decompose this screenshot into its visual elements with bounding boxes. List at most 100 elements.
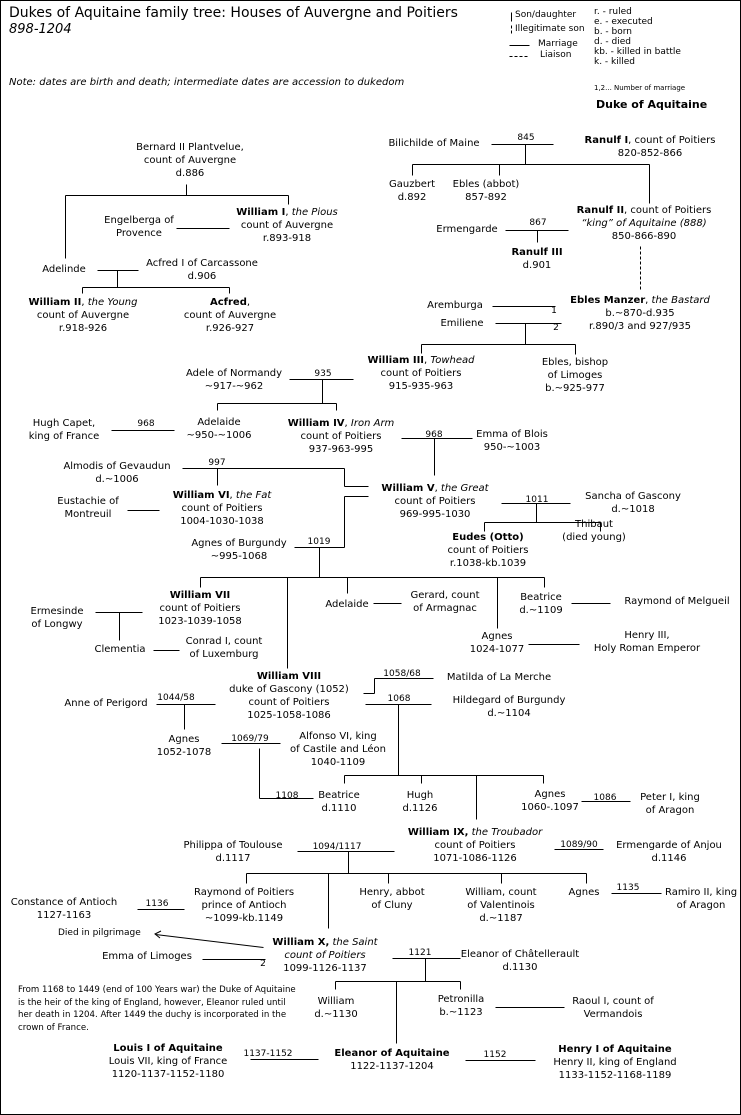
name-suffix: , (434, 483, 441, 494)
person-detail: count of Auvergne (143, 155, 237, 166)
person-detail: Adele of Normandy (185, 368, 283, 379)
person-detail: Almodis of Gevaudun (63, 461, 171, 472)
person-agnesburgundy: Agnes of Burgundy~995-1068 (191, 537, 286, 563)
marriage-year-label: 1137-1152 (243, 1049, 293, 1059)
person-detail: Ermengarde (436, 224, 498, 235)
person-detail: Agnes (568, 887, 600, 898)
person-detail: Eustachie of (57, 496, 119, 507)
succession-note: From 1168 to 1449 (end of 100 Years war)… (18, 985, 296, 1033)
person-detail: Constance of Antioch (10, 897, 118, 908)
person-detail: Beatrice (520, 592, 562, 603)
pilgrimage-arrow (155, 934, 264, 948)
person-detail: Vermandois (583, 1009, 643, 1020)
person-heading: William VI, the Fat (173, 489, 272, 502)
person-detail: Clementia (94, 644, 146, 655)
duke-name: Henry I of Aquitaine (558, 1044, 672, 1055)
duke-name: Acfred (209, 297, 247, 308)
person-detail: count of Poitiers (181, 503, 263, 514)
legend-abbrev: e. - executed (594, 17, 653, 27)
person-detail: Raoul I, count of (572, 996, 654, 1007)
person-eblesabbot: Ebles (abbot)857-892 (453, 178, 520, 204)
person-detail: 915-935-963 (388, 381, 454, 392)
person-detail: d.~1018 (611, 504, 655, 515)
person-detail: d.~1187 (479, 913, 523, 924)
person-detail: 1133-1152-1168-1189 (558, 1070, 672, 1081)
person-detail: of Limoges (547, 370, 603, 381)
marriage-year-label: 1019 (307, 537, 331, 547)
person-detail: Ebles (abbot) (452, 179, 520, 190)
person-detail: Adelinde (42, 264, 86, 275)
person-detail: of Armagnac (413, 603, 477, 614)
person-detail: Bernard II Plantvelue, (136, 142, 244, 153)
name-suffix: , (344, 418, 351, 429)
diagram-title: Dukes of Aquitaine family tree: Houses o… (9, 5, 458, 21)
person-detail: Raymond of Melgueil (624, 596, 730, 607)
person-heading: William VII (158, 589, 242, 602)
legend-marriage: Marriage (538, 39, 578, 49)
marriage-year-label: 1094/1117 (312, 842, 362, 852)
person-detail: 1052-1078 (156, 747, 212, 758)
person-thibaut: Thibaut(died young) (562, 518, 626, 544)
epithet: the Great (440, 483, 489, 494)
marriage-year-label: 1058/68 (383, 669, 421, 679)
person-detail: Emma of Blois (476, 429, 548, 440)
person-detail: Hugh (406, 790, 434, 801)
person-detail: b.~925-977 (545, 383, 605, 394)
person-detail: count of Auvergne (183, 310, 277, 321)
person-detail: 1127-1163 (36, 910, 92, 921)
person-detail: 850-866-890 (611, 231, 677, 242)
person-detail: count of Poitiers (434, 840, 516, 851)
duke-name: William IV (287, 418, 345, 429)
person-detail: William, count (465, 887, 537, 898)
person-detail: d.892 (397, 192, 427, 203)
person-detail: king of France (28, 431, 100, 442)
legend-abbrev: d. - died (594, 37, 632, 47)
person-detail: r.1038-kb.1039 (449, 558, 527, 569)
person-detail: d.1146 (651, 853, 687, 864)
duke-name: William III (367, 355, 425, 366)
person-detail: count of Poitiers (447, 545, 529, 556)
epithet: the Saint (332, 937, 378, 948)
person-detail: of Longwy (31, 619, 83, 630)
person-detail: Petronilla (437, 994, 485, 1005)
marriage-year-label: 968 (425, 430, 443, 440)
person-detail: Henry III, (624, 630, 670, 641)
pilgrimage-annotation: Died in pilgrimage (58, 928, 141, 938)
person-heading: Henry I of Aquitaine (553, 1043, 676, 1056)
person-detail: Bilichilde of Maine (388, 138, 480, 149)
legend-abbrev: b. - born (594, 27, 633, 37)
person-detail: Henry, abbot (359, 887, 425, 898)
person-heading: Ranulf I, count of Poitiers (585, 134, 716, 147)
person-heading: William IX, the Troubador (408, 826, 542, 839)
marriage-year-label: 1068 (387, 694, 411, 704)
duke-name: William V (381, 483, 435, 494)
person-matilda: Matilda of La Merche (447, 671, 551, 684)
person-detail: Engelberga of (104, 215, 174, 226)
person-detail: count of Poitiers (159, 603, 241, 614)
person-agnesaragon: Agnes (569, 886, 600, 899)
person-detail: d.886 (175, 168, 205, 179)
person-adelaide: Adelaide~950-~1006 (187, 416, 252, 442)
person-detail: Adelaide (325, 599, 369, 610)
person-detail: b.~870-d.935 (605, 308, 675, 319)
person-heading: Acfred, (184, 296, 276, 309)
name-suffix: , count of Poitiers (624, 205, 712, 216)
person-detail: Beatrice (318, 790, 360, 801)
duke-name: Eleanor of Aquitaine (334, 1048, 450, 1059)
epithet: the Fat (235, 490, 272, 501)
duke-name: William VII (169, 590, 231, 601)
